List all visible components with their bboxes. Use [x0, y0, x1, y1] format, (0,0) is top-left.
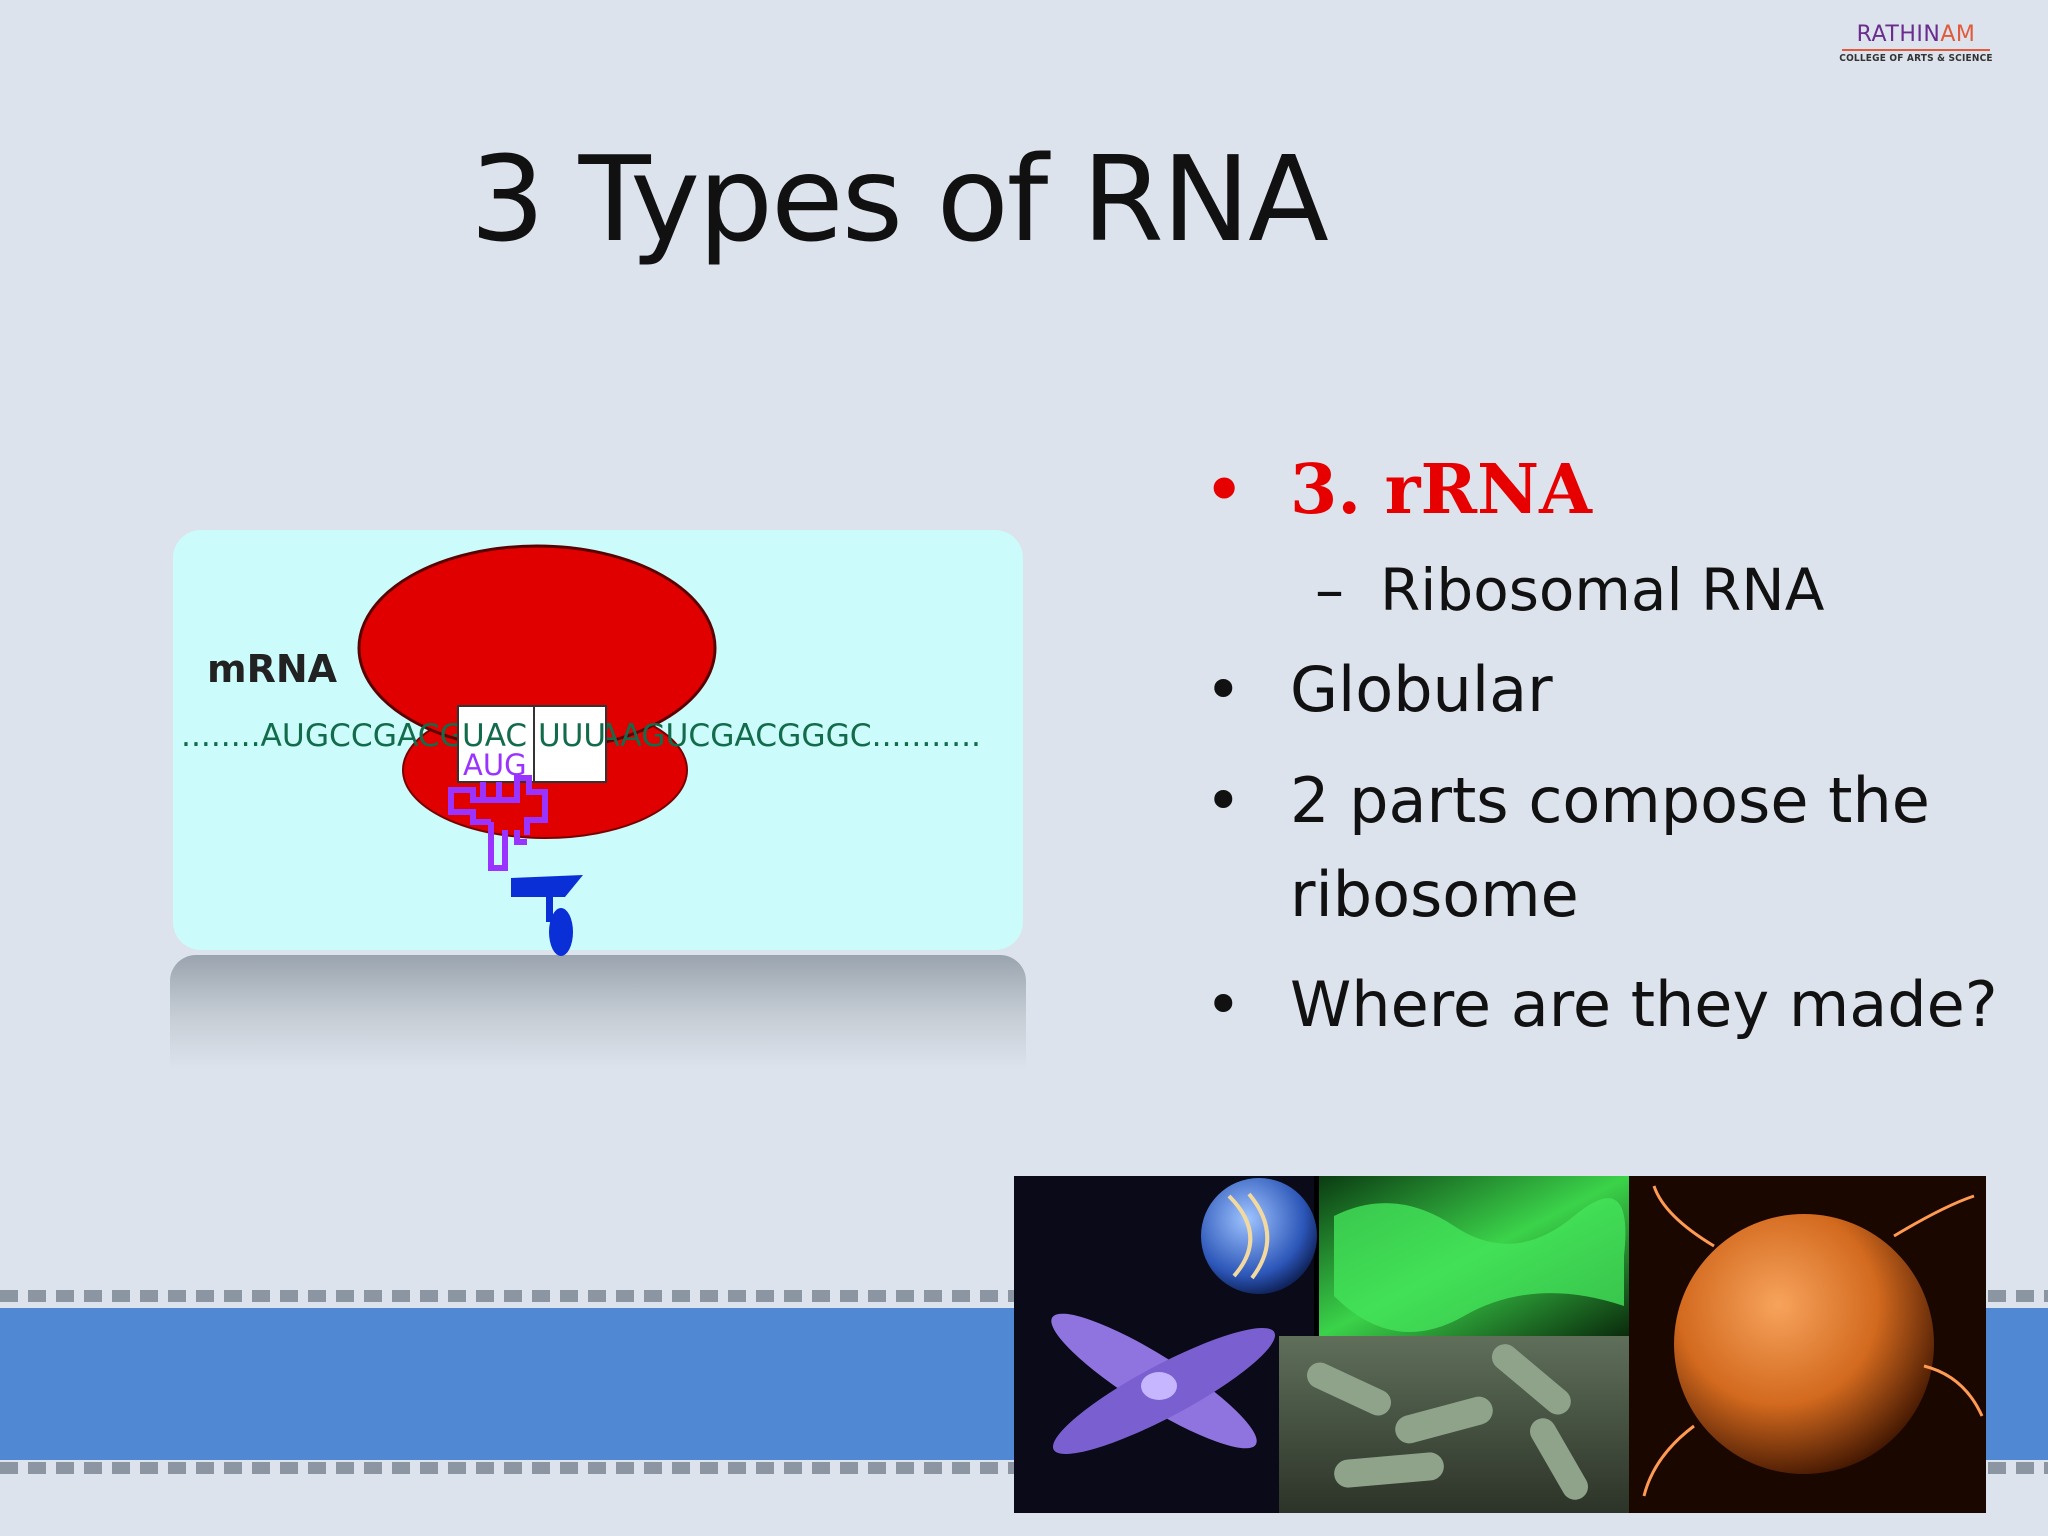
- bullet-ribosome-parts-text: 2 parts compose the ribosome: [1290, 764, 1930, 931]
- bacteria-icon: [1306, 1344, 1588, 1500]
- sub-bullet-ribosomal-text: Ribosomal RNA: [1380, 556, 1825, 624]
- bullet-rrna-text: 3. rRNA: [1290, 450, 1592, 530]
- codon-right-text: UUU: [538, 718, 606, 754]
- dash-icon: –: [1315, 556, 1344, 624]
- logo-subtitle: COLLEGE OF ARTS & SCIENCE: [1839, 53, 1993, 64]
- codon-box-right: [533, 705, 607, 783]
- bullet-where-made: • Where are they made?: [1205, 958, 2005, 1052]
- bullet-list: • 3. rRNA – Ribosomal RNA • Globular • 2…: [1205, 440, 2005, 1052]
- logo-name-accent: AM: [1940, 22, 1976, 47]
- bullet-ribosome-parts: • 2 parts compose the ribosome: [1205, 754, 2005, 942]
- chromosome-icon: [1051, 1313, 1276, 1455]
- slide-title: 3 Types of RNA: [470, 130, 1329, 268]
- bullet-dot-icon: •: [1205, 653, 1242, 726]
- ribosome-diagram: mRNA ........AUGCCGACGUACUUUAAGUCGACGGGC…: [181, 544, 981, 956]
- dna-globe-icon: [1201, 1178, 1317, 1294]
- amino-acid-stem: [546, 890, 553, 922]
- bullet-where-made-text: Where are they made?: [1290, 968, 1998, 1041]
- logo-name: RATHINAM: [1836, 22, 1996, 48]
- logo-underline: [1842, 49, 1990, 51]
- bullet-rrna: • 3. rRNA: [1205, 440, 2005, 540]
- bullet-dot-icon: •: [1205, 968, 1242, 1041]
- sperm-egg-cell-icon: [1674, 1214, 1934, 1474]
- trna-icon: [448, 775, 548, 871]
- bullet-dot-icon: •: [1205, 455, 1244, 525]
- bullet-globular-text: Globular: [1290, 653, 1553, 726]
- codon-left-text: UAC: [462, 718, 527, 754]
- mrna-label: mRNA: [207, 647, 338, 691]
- college-logo: RATHINAM COLLEGE OF ARTS & SCIENCE: [1836, 22, 1996, 64]
- cell-image-collage: [1014, 1176, 1986, 1513]
- dna-helix-icon: [1227, 1192, 1270, 1280]
- amino-acid-icon: [549, 908, 573, 956]
- bullet-dot-icon: •: [1205, 764, 1242, 837]
- logo-name-main: RATHIN: [1856, 22, 1941, 47]
- bullet-globular: • Globular: [1205, 640, 2005, 750]
- amino-acid-attachment: [511, 875, 583, 897]
- panel-reflection: [170, 955, 1026, 1070]
- sub-bullet-ribosomal: – Ribosomal RNA: [1205, 540, 2005, 640]
- green-cell-icon: [1334, 1198, 1626, 1332]
- cell-filaments-icon: [1642, 1185, 1984, 1497]
